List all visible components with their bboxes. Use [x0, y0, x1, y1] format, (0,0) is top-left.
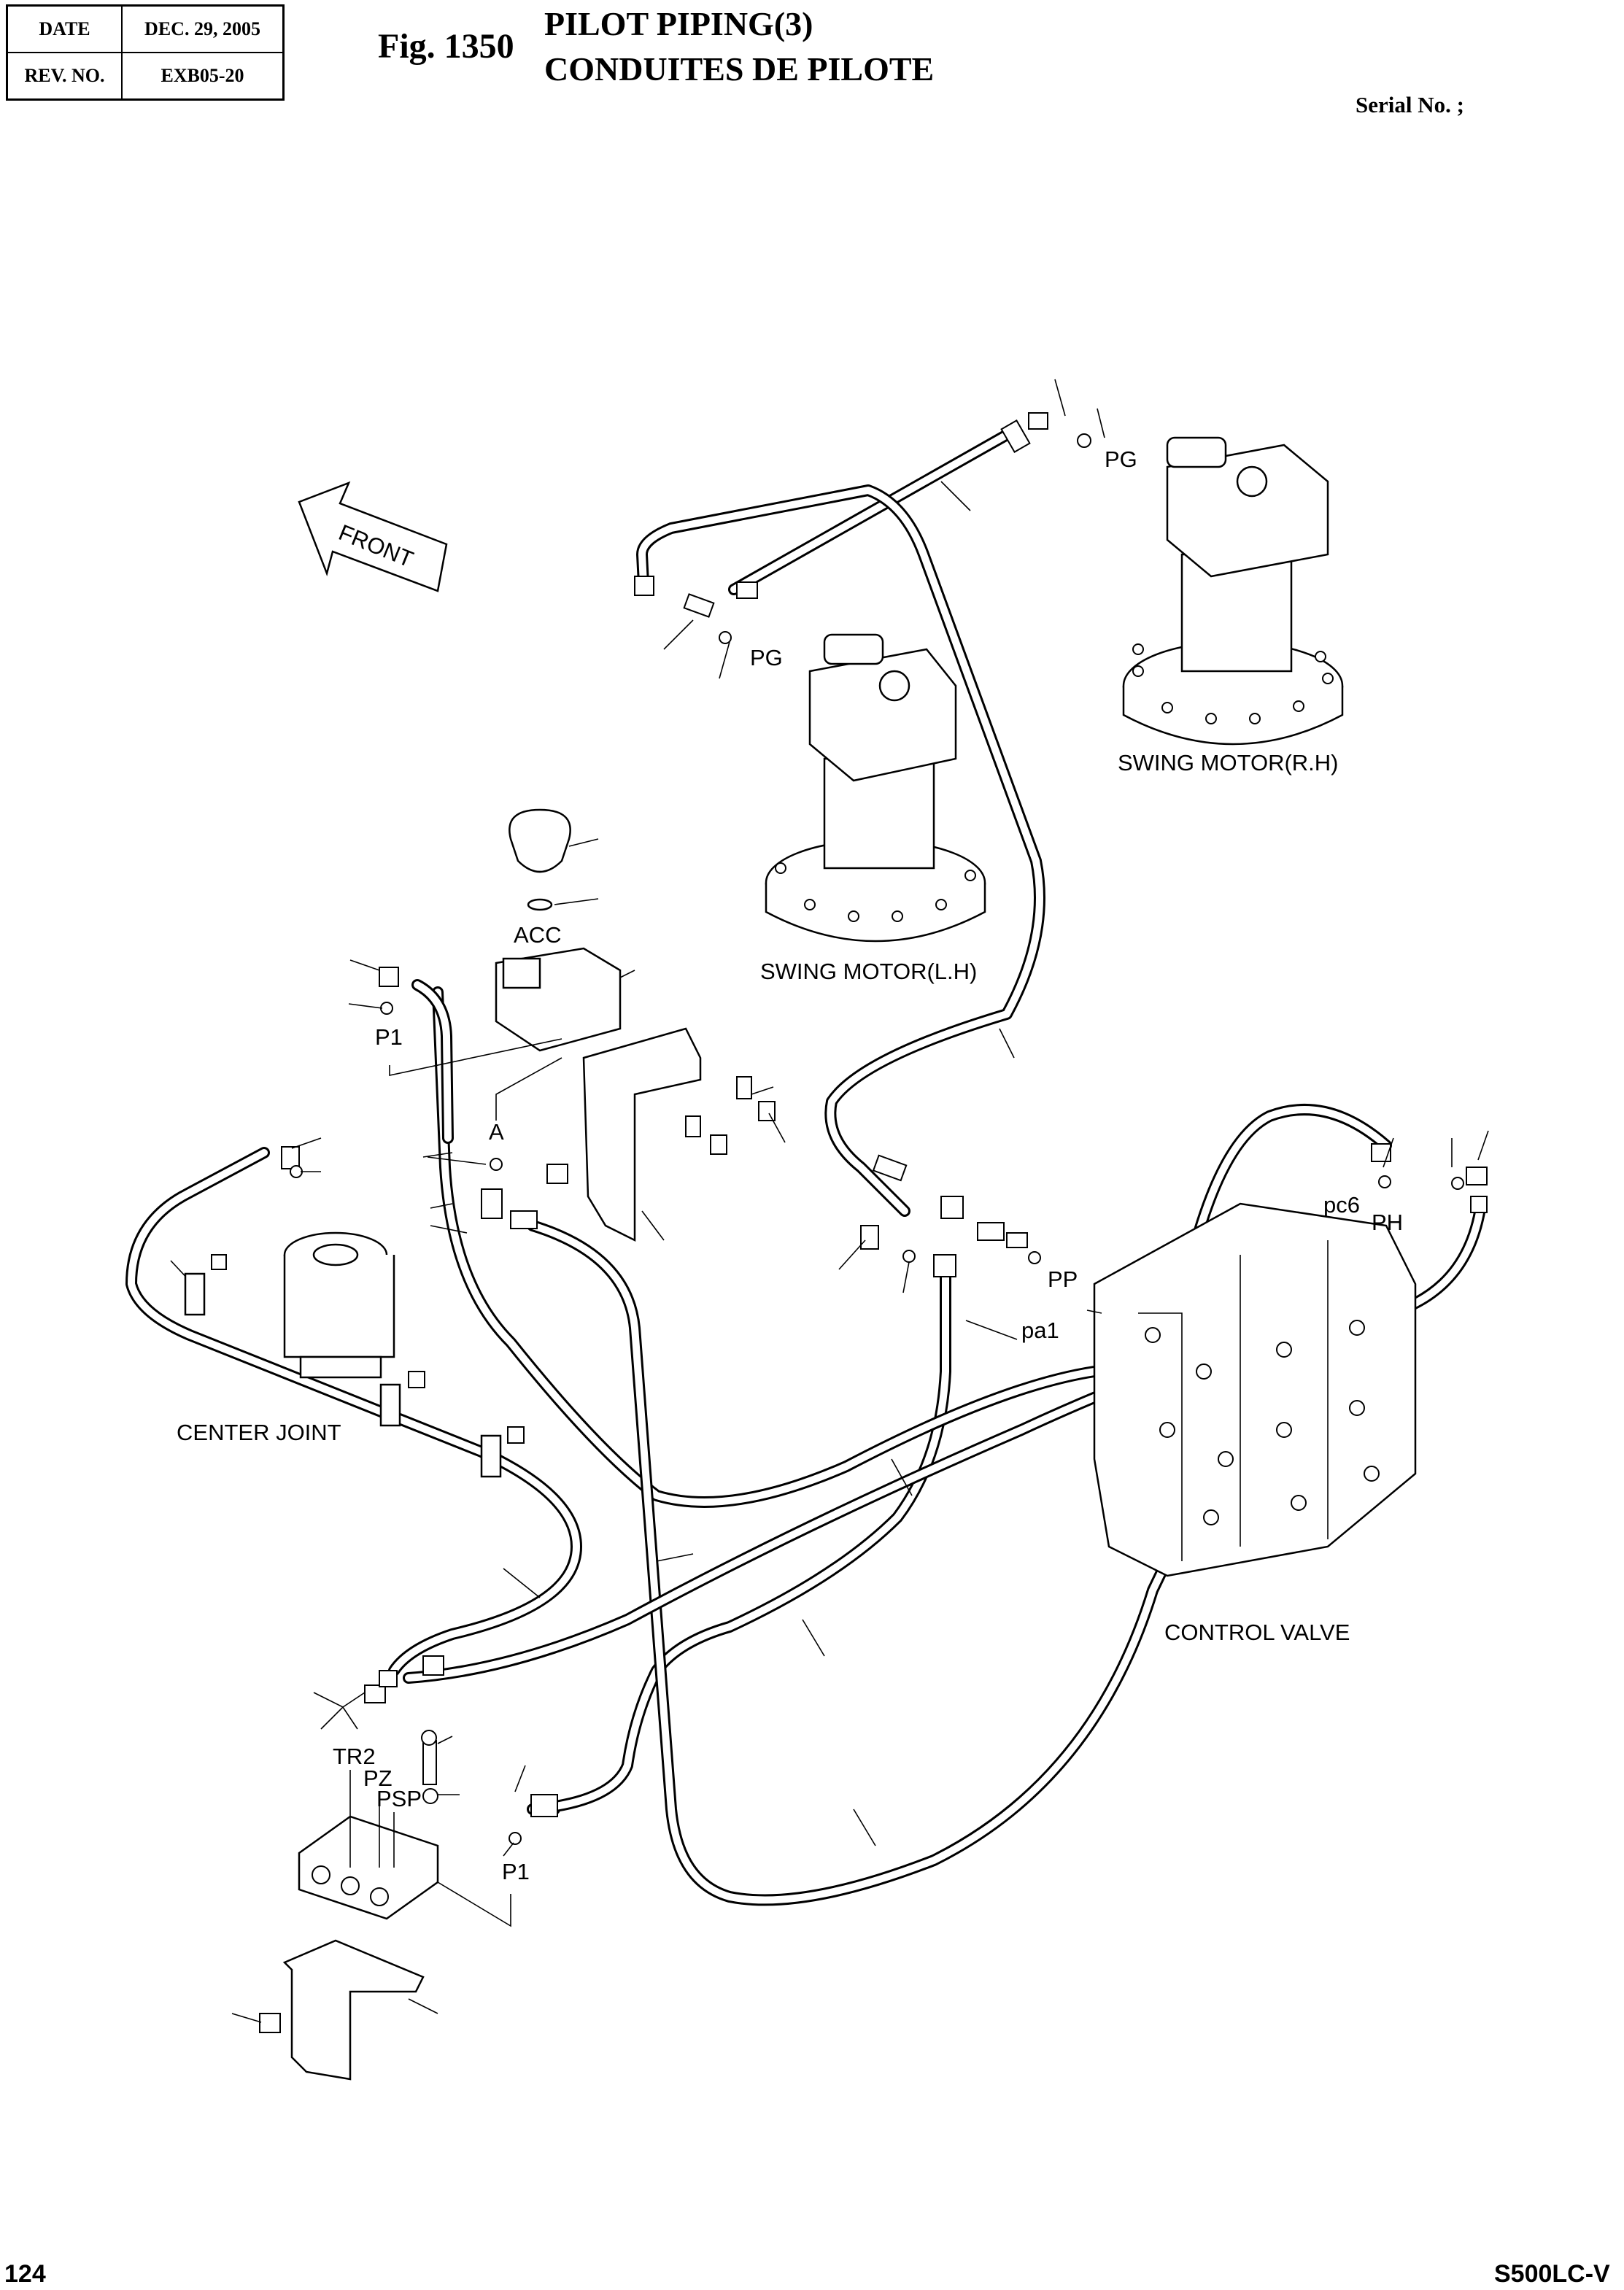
label-swing-motor-lh: SWING MOTOR(L.H) [760, 959, 977, 984]
rev-label: REV. NO. [6, 52, 123, 101]
revision-info-table: DATE DEC. 29, 2005 REV. NO. EXB05-20 [6, 4, 285, 101]
page-number: 124 [4, 2260, 46, 2288]
label-ph: PH [1372, 1210, 1403, 1235]
fittings [211, 412, 1488, 2033]
label-p1-top: P1 [375, 1024, 403, 1050]
center-joint [283, 1231, 395, 1379]
label-p1-bottom: P1 [502, 1859, 530, 1884]
label-acc: ACC [514, 922, 561, 948]
clamps [184, 1272, 502, 1478]
swing-motor-lh [765, 633, 986, 943]
label-pg-left: PG [750, 645, 783, 670]
model-number: S500LC-V [1494, 2260, 1610, 2288]
label-pc6: pc6 [1323, 1192, 1360, 1218]
title-english: PILOT PIPING(3) [544, 5, 813, 42]
label-pa1: pa1 [1021, 1318, 1059, 1343]
distribution-valve [298, 1815, 439, 1920]
swing-motor-rh [1122, 436, 1344, 746]
hoses [125, 429, 1487, 1906]
label-center-joint: CENTER JOINT [177, 1420, 341, 1445]
label-tr2: TR2 [333, 1744, 376, 1769]
bracket-mid [582, 1027, 702, 1242]
part-labels: SWING MOTOR(R.H) SWING MOTOR(L.H) CENTER… [177, 446, 1403, 1884]
bracket-bottom [282, 1939, 438, 2081]
leader-lines [170, 481, 1015, 1846]
label-psp: PSP [376, 1786, 422, 1811]
control-valve [1093, 1202, 1417, 1577]
label-connectors [231, 379, 1489, 2023]
title-french: CONDUITES DE PILOTE [544, 50, 935, 88]
label-swing-motor-rh: SWING MOTOR(R.H) [1118, 750, 1339, 775]
date-label: DATE [6, 4, 123, 53]
figure-number: Fig. 1350 [378, 27, 514, 66]
front-arrow: FRONT [298, 481, 448, 592]
accumulator [495, 808, 635, 1052]
label-pg-right: PG [1105, 446, 1137, 472]
label-pz: PZ [363, 1765, 393, 1791]
label-a: A [489, 1119, 504, 1145]
label-control-valve: CONTROL VALVE [1164, 1620, 1350, 1645]
date-value: DEC. 29, 2005 [121, 4, 285, 53]
rev-value: EXB05-20 [121, 52, 285, 101]
serial-number: Serial No. ; [1356, 92, 1464, 117]
label-pp: PP [1048, 1266, 1078, 1292]
